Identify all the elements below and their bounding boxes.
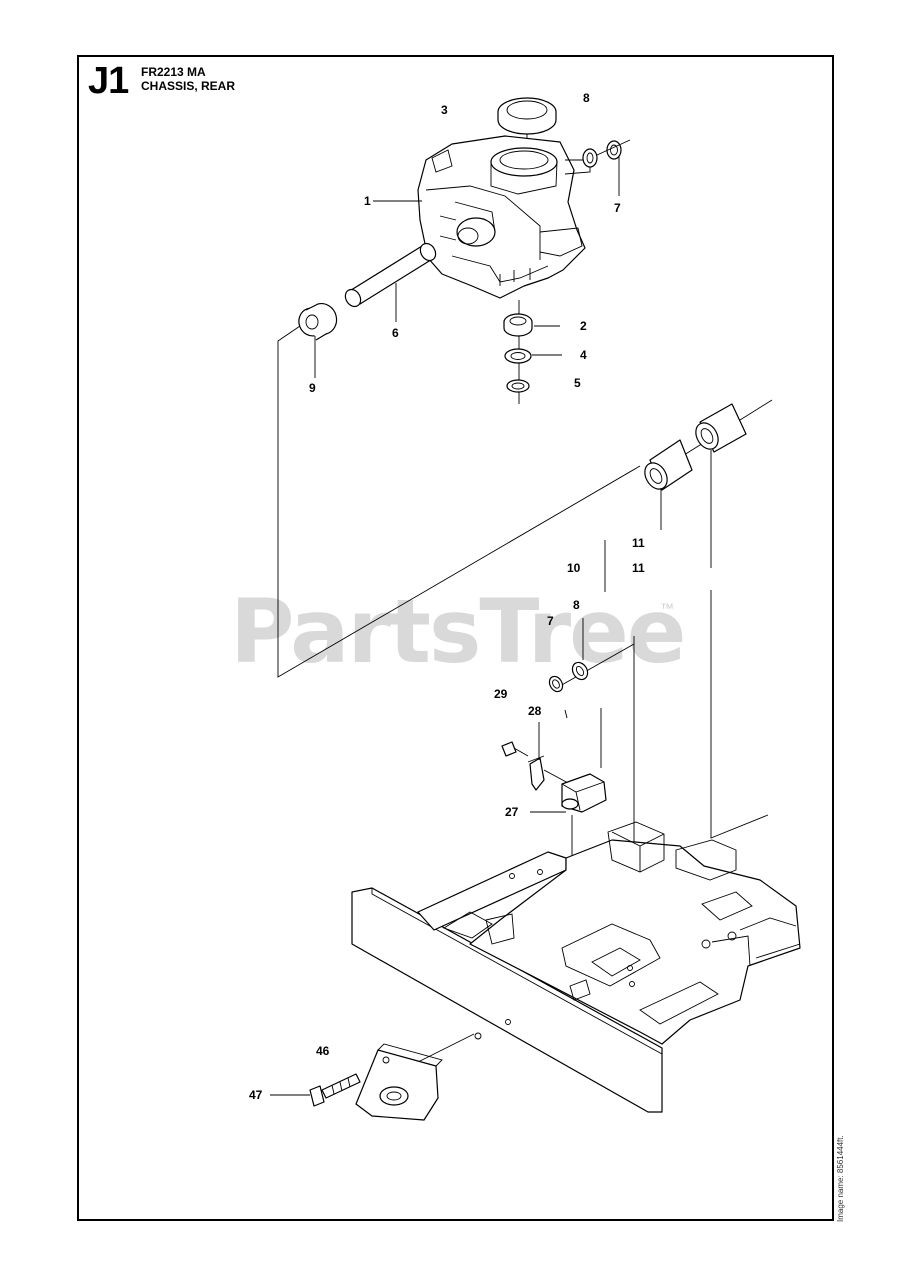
part-1-axle-housing[interactable] [417,135,591,299]
callout-29[interactable]: 29 [494,687,508,701]
callout-8-mid[interactable]: 8 [573,598,580,612]
part-9-bushing[interactable] [295,302,338,341]
callout-1[interactable]: 1 [364,194,371,208]
part-4-washer[interactable] [504,348,532,364]
callout-10[interactable]: 10 [567,561,581,575]
callout-7[interactable]: 7 [614,201,621,215]
callout-5[interactable]: 5 [574,376,581,390]
callout-8[interactable]: 8 [583,91,590,105]
callout-11-lower[interactable]: 11 [632,561,645,575]
chassis-frame[interactable] [351,821,801,1113]
sheet-code: J1 [88,60,129,102]
part-5-snap-ring[interactable] [506,379,530,393]
callout-46[interactable]: 46 [316,1044,330,1058]
part-6-axle-shaft[interactable] [342,241,438,310]
callout-11-upper[interactable]: 11 [632,536,645,550]
drawing-frame [77,55,834,1221]
part-8-washer-top[interactable] [582,148,598,168]
callout-7-mid[interactable]: 7 [547,614,554,628]
model-number: FR2213 MA [141,65,206,79]
part-29-bolt[interactable] [501,741,529,757]
part-46-hitch-plate[interactable] [355,1043,443,1121]
part-11-bushing-b[interactable] [691,403,747,453]
trademark-symbol: ™ [660,600,674,616]
part-28-clip[interactable] [527,755,545,791]
callout-4[interactable]: 4 [580,348,587,362]
part-2-bearing-bottom[interactable] [503,313,533,337]
part-11-bushing-a[interactable] [640,439,693,493]
part-3-bearing[interactable] [497,97,557,135]
sheet-title: CHASSIS, REAR [141,79,236,93]
callout-9[interactable]: 9 [309,381,316,395]
callout-28[interactable]: 28 [528,704,542,718]
part-8-washer-mid[interactable] [569,660,590,683]
callout-2[interactable]: 2 [580,319,587,333]
part-47-bolt[interactable] [309,1073,361,1107]
part-27-bracket[interactable] [561,773,607,813]
callout-47[interactable]: 47 [249,1088,263,1102]
callout-6[interactable]: 6 [392,326,399,340]
callout-3[interactable]: 3 [441,103,448,117]
part-7-snap-ring-mid[interactable] [547,674,565,694]
callout-27[interactable]: 27 [505,805,519,819]
